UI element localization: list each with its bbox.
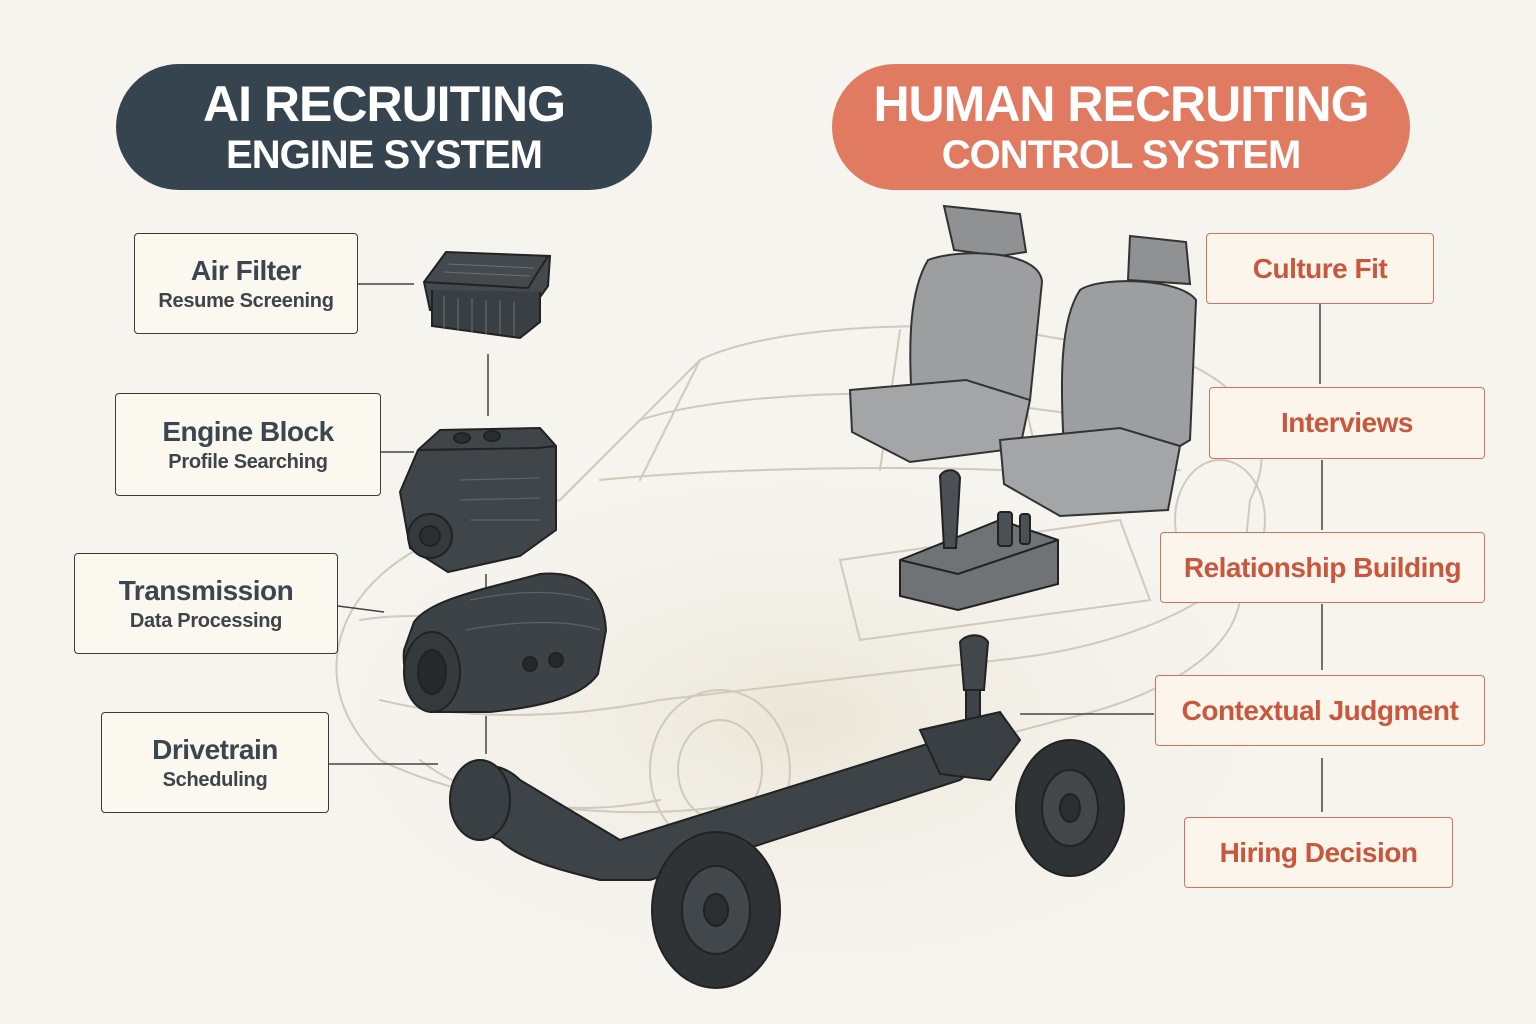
transmission-icon	[402, 572, 608, 713]
engine-block-icon	[398, 426, 557, 574]
drivetrain-icon	[449, 718, 1125, 989]
human-component-culture-fit: Culture Fit	[1206, 233, 1434, 304]
component-subtitle: Data Processing	[129, 609, 283, 632]
component-subtitle: Scheduling	[162, 768, 268, 791]
human-component-interviews: Interviews	[1209, 387, 1485, 459]
ai-component-drivetrain: Drivetrain Scheduling	[101, 712, 329, 813]
ai-component-engine-block: Engine Block Profile Searching	[115, 393, 381, 496]
ai-component-air-filter: Air Filter Resume Screening	[134, 233, 358, 334]
component-title: Drivetrain	[152, 733, 278, 765]
human-component-contextual-judgment: Contextual Judgment	[1155, 675, 1485, 746]
human-system-header: HUMAN RECRUITING CONTROL SYSTEM	[832, 64, 1410, 190]
human-component-relationship-building: Relationship Building	[1160, 532, 1485, 603]
component-title: Transmission	[118, 574, 294, 606]
air-filter-icon	[422, 250, 552, 340]
component-title: Engine Block	[162, 415, 334, 447]
component-title: Air Filter	[190, 254, 302, 286]
gear-shifter-icon	[899, 469, 1059, 612]
human-component-hiring-decision: Hiring Decision	[1184, 817, 1453, 888]
car-seats-icon	[848, 204, 1198, 518]
ai-header-line2: ENGINE SYSTEM	[226, 133, 543, 177]
human-header-line1: HUMAN RECRUITING	[873, 76, 1369, 132]
component-subtitle: Profile Searching	[168, 450, 328, 473]
ai-system-header: AI RECRUITING ENGINE SYSTEM	[116, 64, 652, 190]
human-header-line2: CONTROL SYSTEM	[941, 133, 1302, 177]
steering-axle-icon	[918, 634, 1022, 782]
ai-component-transmission: Transmission Data Processing	[74, 553, 338, 654]
ai-header-line1: AI RECRUITING	[203, 76, 566, 132]
component-subtitle: Resume Screening	[158, 289, 334, 312]
